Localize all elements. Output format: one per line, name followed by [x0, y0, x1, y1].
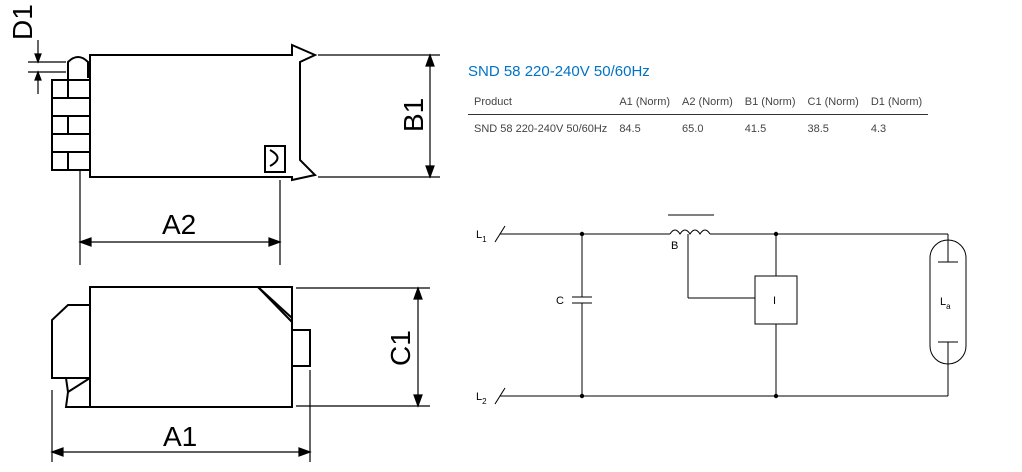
top-view-right-clip — [264, 145, 286, 173]
side-view-terminal — [291, 329, 311, 367]
lamp-envelope — [929, 239, 967, 365]
col-header-a1: A1 (Norm) — [613, 92, 677, 115]
cell-d1: 4.3 — [870, 123, 887, 135]
cell-a1: 84.5 — [619, 123, 641, 135]
product-title: SND 58 220-240V 50/60Hz — [468, 63, 650, 80]
l1-label: L1 — [476, 229, 487, 244]
b1-dimension — [318, 53, 440, 179]
capacitor-label: C — [556, 295, 564, 307]
circuit-diagram — [494, 214, 967, 405]
dimensions-table: Product A1 (Norm) A2 (Norm) B1 (Norm) C1… — [468, 92, 929, 140]
side-view-left-bracket — [51, 304, 90, 408]
a2-label: A2 — [162, 209, 196, 240]
a2-dimension — [78, 170, 282, 265]
l2-label: L2 — [476, 391, 487, 406]
cell-a2: 65.0 — [682, 123, 704, 135]
d1-label: D1 — [7, 4, 38, 40]
top-view-body — [89, 43, 318, 182]
col-header-product: Product — [468, 92, 614, 115]
ballast-coil — [669, 229, 711, 235]
top-view-outline — [51, 43, 318, 182]
top-view-left-clip — [67, 56, 89, 80]
cell-product: SND 58 220-240V 50/60Hz — [474, 123, 608, 135]
cell-b1: 41.5 — [744, 123, 767, 135]
cell-c1: 38.5 — [807, 123, 829, 135]
a1-dimension — [50, 370, 312, 462]
table-row: SND 58 220-240V 50/60Hz 84.5 65.0 41.5 3… — [468, 115, 928, 140]
col-header-b1: B1 (Norm) — [738, 92, 802, 115]
col-header-c1: C1 (Norm) — [801, 92, 865, 115]
side-view-body — [89, 286, 293, 408]
col-header-a2: A2 (Norm) — [676, 92, 739, 115]
ignitor-label: I — [773, 295, 776, 307]
table-header-row: Product A1 (Norm) A2 (Norm) B1 (Norm) C1… — [468, 92, 929, 115]
b1-label: B1 — [398, 98, 429, 132]
side-view-outline — [51, 286, 311, 408]
c1-label: C1 — [385, 330, 416, 366]
d1-dimension — [28, 40, 66, 94]
top-view-terminal-block — [51, 79, 91, 171]
lamp-label: La — [940, 296, 951, 311]
circuit-junctions — [579, 231, 779, 399]
a1-label: A1 — [163, 421, 197, 452]
col-header-d1: D1 (Norm) — [864, 92, 929, 115]
ballast-label: B — [671, 240, 678, 252]
c1-dimension — [296, 286, 430, 408]
